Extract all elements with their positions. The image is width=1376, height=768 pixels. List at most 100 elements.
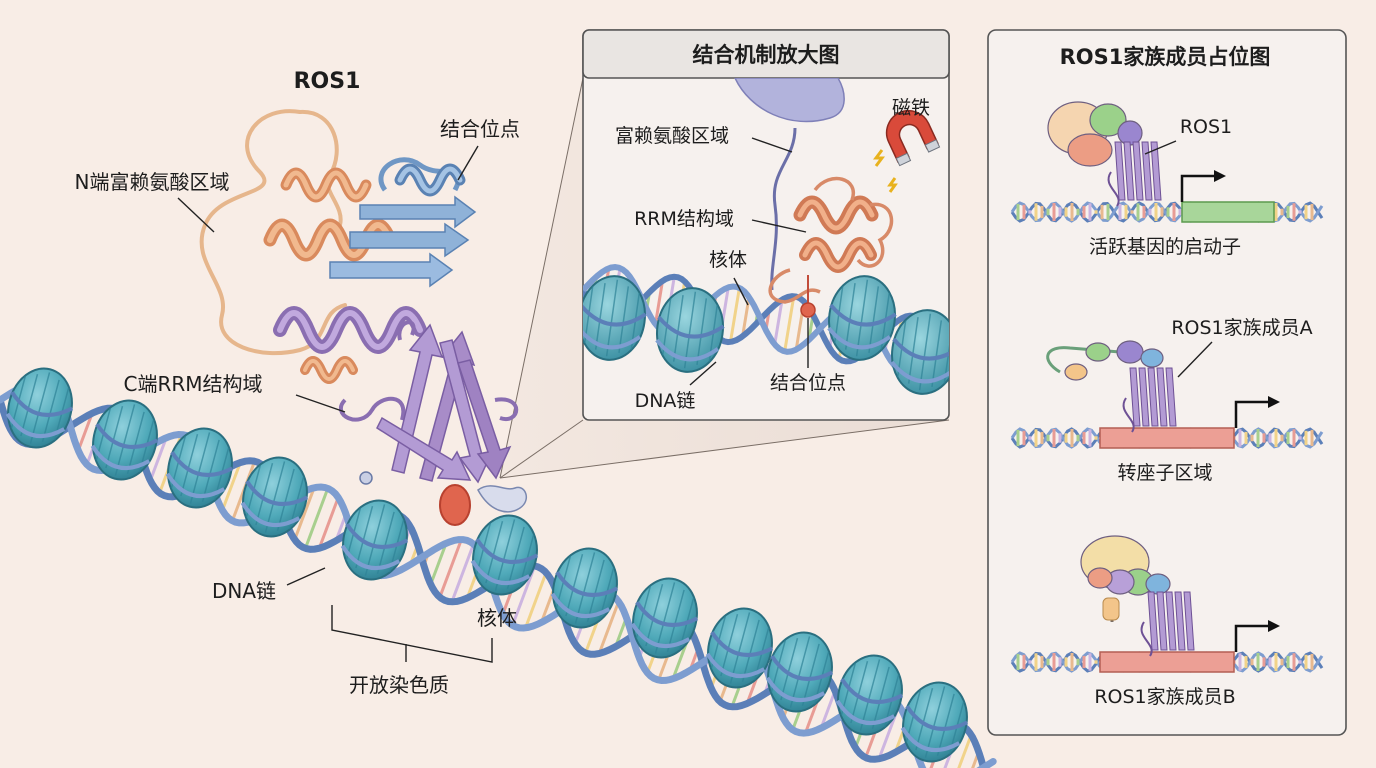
nucleosome-icon: [827, 275, 897, 361]
inset-label-rrm: RRM结构域: [634, 208, 734, 230]
inset-label-magnet: 磁铁: [892, 97, 930, 119]
protein-title: ROS1: [294, 69, 361, 94]
nucleosome-icon: [240, 456, 309, 538]
base-pair: [429, 542, 448, 585]
nucleosome-icon: [900, 681, 969, 763]
base-pair: [773, 299, 784, 345]
inset-linker: [770, 127, 797, 291]
occupancy-protein-label: ROS1: [1180, 116, 1232, 138]
base-pair: [524, 572, 548, 629]
magnet-icon: [885, 110, 941, 167]
region-block: [1099, 427, 1235, 449]
nucleosome-icon: [550, 547, 619, 629]
zoom-line-top: [499, 77, 584, 479]
base-pair: [511, 565, 537, 626]
inset-content: [583, 78, 949, 395]
inset-label-binding: 结合位点: [770, 372, 846, 394]
leader-binding-site: [457, 145, 479, 181]
purple-helix: [273, 306, 427, 354]
label-binding-site: 结合位点: [440, 117, 520, 141]
binding-side-chain: [477, 485, 528, 513]
base-pair: [76, 412, 94, 452]
inset-title: 结合机制放大图: [693, 43, 840, 67]
base-pair: [597, 601, 621, 655]
blue-helix: [394, 163, 466, 197]
zoom-cone: [500, 78, 949, 478]
zoom-line-left: [499, 419, 584, 479]
blue-beta-sheet: [329, 195, 477, 288]
inset-leader-rrm: [751, 219, 807, 233]
inset-rrm: [768, 176, 894, 318]
binding-residue: [439, 484, 471, 526]
label-dna-strand: DNA链: [212, 579, 276, 603]
label-nucleosome: 核体: [477, 606, 517, 630]
base-pair: [450, 543, 475, 603]
label-c-terminal: C端RRM结构域: [123, 372, 262, 396]
n-terminal-loop: [199, 109, 347, 356]
base-pair: [783, 295, 796, 352]
arrow-promoter-icon: [1180, 174, 1218, 202]
nucleosome-icon: [5, 367, 74, 449]
inset-leader-nucleosome: [733, 277, 749, 306]
open-chromatin-bracket: [331, 605, 493, 663]
purple-loop: [338, 396, 406, 422]
inset-lysine-blob: [734, 78, 845, 123]
spark-icon: [873, 149, 885, 167]
inset-label-lysine: 富赖氨酸区域: [615, 125, 729, 147]
nucleosome-icon: [470, 514, 539, 596]
nucleosome-icon: [583, 275, 647, 361]
occupancy-row: ROS1家族成员B: [1010, 535, 1324, 708]
orange-helix-2: [280, 167, 372, 203]
nucleosome-icon: [890, 309, 949, 395]
nucleosome-icon: [765, 631, 834, 713]
residue-sphere: [359, 471, 373, 485]
leader-n-terminal: [177, 197, 215, 233]
nucleosome-group: [5, 367, 969, 763]
mini-protein: [1080, 535, 1195, 657]
inset-leader-lysine: [751, 137, 793, 153]
ros1-protein: [199, 109, 528, 526]
arrow-promoter-icon: [1234, 400, 1272, 428]
nucleosome-icon: [90, 399, 159, 481]
nucleosome-icon: [835, 654, 904, 736]
occupancy-row: ROS1 活跃基因的启动子: [1010, 101, 1324, 258]
occupancy-region-label: 活跃基因的启动子: [1089, 236, 1241, 258]
nucleosome-icon: [655, 287, 725, 373]
base-pair: [819, 690, 837, 729]
base-pair: [654, 280, 664, 325]
inset-nucleosomes: [583, 275, 949, 395]
base-pair: [303, 487, 330, 549]
orange-helix-3: [300, 356, 358, 384]
nucleosome-icon: [165, 427, 234, 509]
base-pair: [148, 437, 168, 482]
leader-c-terminal: [295, 394, 346, 413]
promoter-block: [1181, 201, 1275, 223]
rrm-beta-sheet: [376, 323, 512, 484]
occupancy-region-label: ROS1家族成员B: [1094, 686, 1235, 708]
mini-protein: [1046, 340, 1177, 433]
label-n-terminal: N端富赖氨酸区域: [75, 170, 230, 194]
arrow-promoter-icon: [1234, 624, 1272, 652]
leader-dna-strand: [286, 567, 326, 586]
label-open-chromatin: 开放染色质: [349, 673, 449, 697]
nucleosome-icon: [705, 607, 774, 689]
rrm-loops: [397, 320, 519, 422]
spark-icon: [887, 177, 898, 193]
inset-leader-dna: [689, 361, 717, 386]
base-pair: [220, 462, 242, 511]
base-pair: [438, 538, 463, 598]
occupancy-title: ROS1家族成员占位图: [1060, 45, 1271, 69]
nucleosome-icon: [630, 577, 699, 659]
inset-label-nucleosome: 核体: [709, 249, 747, 271]
inset-label-dna: DNA链: [635, 390, 696, 412]
base-pair: [729, 287, 741, 343]
inset-panel: 结合机制放大图: [582, 29, 950, 421]
occupancy-region-label: 转座子区域: [1117, 462, 1212, 484]
dna-helix: [0, 367, 997, 768]
base-pair: [957, 734, 973, 768]
base-pair: [317, 497, 340, 549]
zoom-line-bottom: [499, 419, 950, 479]
mini-protein: [1047, 101, 1162, 207]
